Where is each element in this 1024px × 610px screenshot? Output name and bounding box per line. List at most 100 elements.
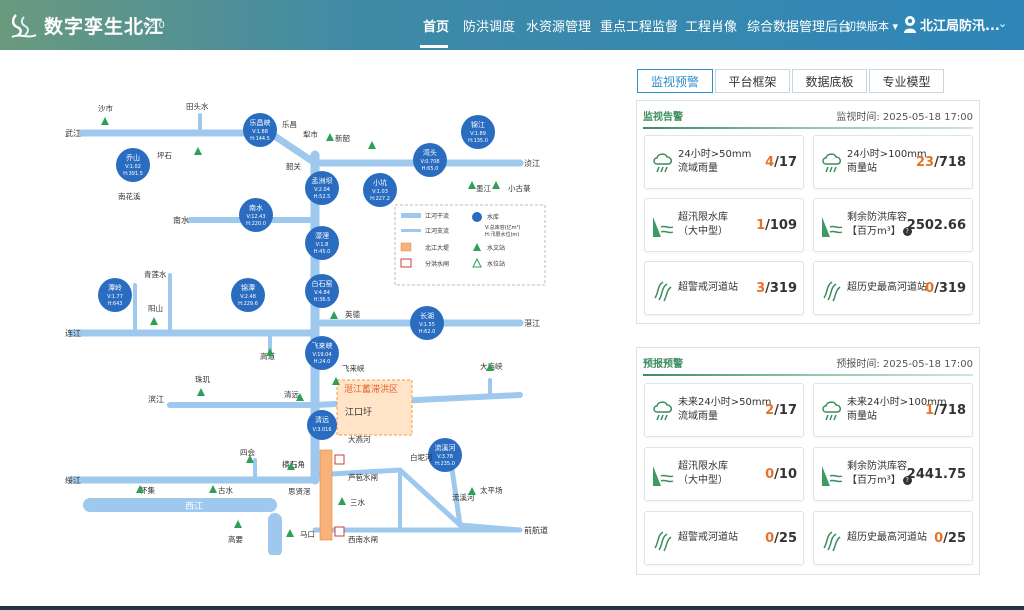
nav-flood-control[interactable]: 防洪调度 (463, 20, 516, 35)
rain-cloud-icon (822, 153, 841, 173)
version-switch-label: 切换版本 (845, 20, 889, 33)
svg-text:江河支流: 江河支流 (425, 227, 449, 235)
panel-time: 监视时间: 2025-05-18 17:00 (836, 112, 973, 123)
tab-data-base[interactable]: 数据底板 (792, 69, 867, 93)
svg-text:V:总库容(亿m³): V:总库容(亿m³) (485, 224, 521, 231)
svg-text:H:220.0: H:220.0 (246, 221, 266, 227)
svg-text:V:1.03: V:1.03 (372, 189, 388, 195)
card-forecast-river-history[interactable]: 超历史最高河道站 0/25 (813, 511, 973, 565)
map-legend: 江河干流 江河支流 北江大堤 分洪水闸 水库 V:总库容(亿m³) H:汛限水位… (394, 204, 546, 286)
tab-monitor-alert[interactable]: 监视预警 (637, 69, 713, 93)
svg-text:V:1.02: V:1.02 (125, 164, 141, 170)
svg-text:坪石: 坪石 (157, 151, 172, 160)
station-bubble (461, 115, 495, 149)
nav-key-projects[interactable]: 重点工程监督 (600, 20, 679, 35)
user-menu-chevron-icon[interactable]: ⌄ (998, 17, 1008, 30)
svg-text:阳山: 阳山 (148, 303, 163, 313)
svg-text:青莲水: 青莲水 (144, 269, 167, 279)
svg-text:H:52.5: H:52.5 (314, 194, 331, 200)
rain-cloud-icon (653, 153, 672, 173)
svg-text:锦江: 锦江 (471, 120, 485, 129)
nav-data-admin[interactable]: 综合数据管理后台 (747, 20, 852, 35)
version-switch-button[interactable]: 切换版本 ▾ (845, 18, 898, 34)
nav-water-resources[interactable]: 水资源管理 (526, 20, 592, 35)
xinan-sluice-icon (334, 526, 345, 537)
station-bubble (116, 148, 150, 182)
card-forecast-rain-100mm[interactable]: 未来24小时>100mm 雨量站 1/718 (813, 383, 973, 437)
svg-text:白坭河: 白坭河 (410, 452, 433, 462)
card-forecast-reservoir[interactable]: 超汛限水库 （大中型） 0/10 (644, 447, 804, 501)
svg-text:田头水: 田头水 (186, 101, 209, 111)
station-bubble (413, 143, 447, 177)
svg-text:H:45.0: H:45.0 (314, 249, 331, 255)
station-bubble (307, 410, 337, 440)
card-reservoir-over-limit[interactable]: 超汛限水库 （大中型） 1/109 (644, 198, 804, 252)
nav-active-underline (420, 45, 448, 48)
svg-text:高要: 高要 (228, 534, 243, 544)
svg-text:孟洲坝: 孟洲坝 (312, 176, 333, 185)
svg-text:V:1.55: V:1.55 (419, 322, 435, 328)
river-label: 潖江 (524, 318, 540, 328)
station-bubble (410, 306, 444, 340)
card-rain-50mm[interactable]: 24小时>50mm 流域雨量 4/17 (644, 135, 804, 189)
river-label: 滨江 (148, 394, 164, 404)
svg-text:潭岭: 潭岭 (108, 283, 122, 292)
help-icon[interactable]: ? (902, 476, 912, 485)
station-bubble (231, 278, 265, 312)
svg-text:江河干流: 江河干流 (425, 212, 449, 220)
svg-text:H:229.6: H:229.6 (238, 301, 258, 307)
svg-text:水文站: 水文站 (487, 244, 505, 252)
river-label: 前航道 (524, 525, 548, 535)
card-forecast-rain-50mm[interactable]: 未来24小时>50mm 流域雨量 2/17 (644, 383, 804, 437)
user-avatar-icon[interactable] (902, 15, 918, 33)
svg-text:V:1.89: V:1.89 (470, 131, 486, 137)
card-remaining-capacity[interactable]: 剩余防洪库容 【百万m³】? 2502.66 (813, 198, 973, 252)
river-label: 武江 (65, 128, 81, 138)
svg-text:水位站: 水位站 (487, 260, 505, 268)
card-river-over-history[interactable]: 超历史最高河道站 0/319 (813, 261, 973, 315)
river-icon (823, 281, 841, 302)
svg-text:南花溪: 南花溪 (118, 191, 141, 201)
top-header: 数字孪生北江 v2.0 首页 防洪调度 水资源管理 重点工程监督 工程肖像 综合… (0, 0, 1024, 50)
help-icon[interactable]: ? (902, 227, 912, 236)
river-label: 西江 (185, 501, 203, 512)
svg-text:英德: 英德 (345, 309, 360, 319)
nav-home[interactable]: 首页 (423, 20, 450, 35)
nav-project-portrait[interactable]: 工程肖像 (685, 20, 738, 35)
svg-text:V:4.84: V:4.84 (314, 290, 330, 296)
svg-text:韶关: 韶关 (286, 161, 301, 171)
tab-professional-model[interactable]: 专业模型 (869, 69, 944, 93)
rain-cloud-icon (822, 401, 841, 421)
bottom-bar (0, 606, 1024, 610)
svg-text:西南水闸: 西南水闸 (348, 534, 378, 544)
svg-text:流溪河: 流溪河 (452, 492, 475, 502)
lubao-sluice-icon (334, 454, 345, 465)
chevron-down-icon: ▾ (892, 20, 899, 33)
panel-title: 预报预警 (643, 359, 683, 370)
card-rain-100mm[interactable]: 24小时>100mm 雨量站 23/718 (813, 135, 973, 189)
reservoir-icon (822, 466, 843, 486)
svg-text:小坑: 小坑 (373, 178, 387, 187)
svg-text:H:391.5: H:391.5 (123, 171, 143, 177)
svg-text:H:36.5: H:36.5 (314, 297, 331, 303)
svg-text:沙市: 沙市 (98, 103, 113, 113)
river-label: 绥江 (65, 475, 81, 485)
tab-platform-framework[interactable]: 平台框架 (715, 69, 790, 93)
card-forecast-capacity[interactable]: 剩余防洪库容 【百万m³】? 2441.75 (813, 447, 973, 501)
svg-text:分洪水闸: 分洪水闸 (425, 260, 449, 268)
card-forecast-river-warning[interactable]: 超警戒河道站 0/25 (644, 511, 804, 565)
beijiang-levee (319, 449, 333, 541)
app-version: v2.0 (143, 20, 165, 31)
card-river-over-warning[interactable]: 超警戒河道站 3/319 (644, 261, 804, 315)
app-title: 数字孪生北江 (44, 16, 165, 38)
svg-text:芦苞水闸: 芦苞水闸 (348, 472, 378, 482)
svg-text:太平场: 太平场 (480, 485, 503, 495)
user-name[interactable]: 北江局防汛... (920, 19, 1000, 34)
svg-text:濛浬: 濛浬 (315, 231, 329, 240)
svg-text:飞来峡: 飞来峡 (342, 363, 365, 373)
svg-text:V:3.016: V:3.016 (312, 427, 331, 433)
svg-text:H:235.0: H:235.0 (435, 461, 455, 467)
monitor-alert-panel: 监视告警 监视时间: 2025-05-18 17:00 24小时>50mm 流域… (636, 100, 980, 324)
